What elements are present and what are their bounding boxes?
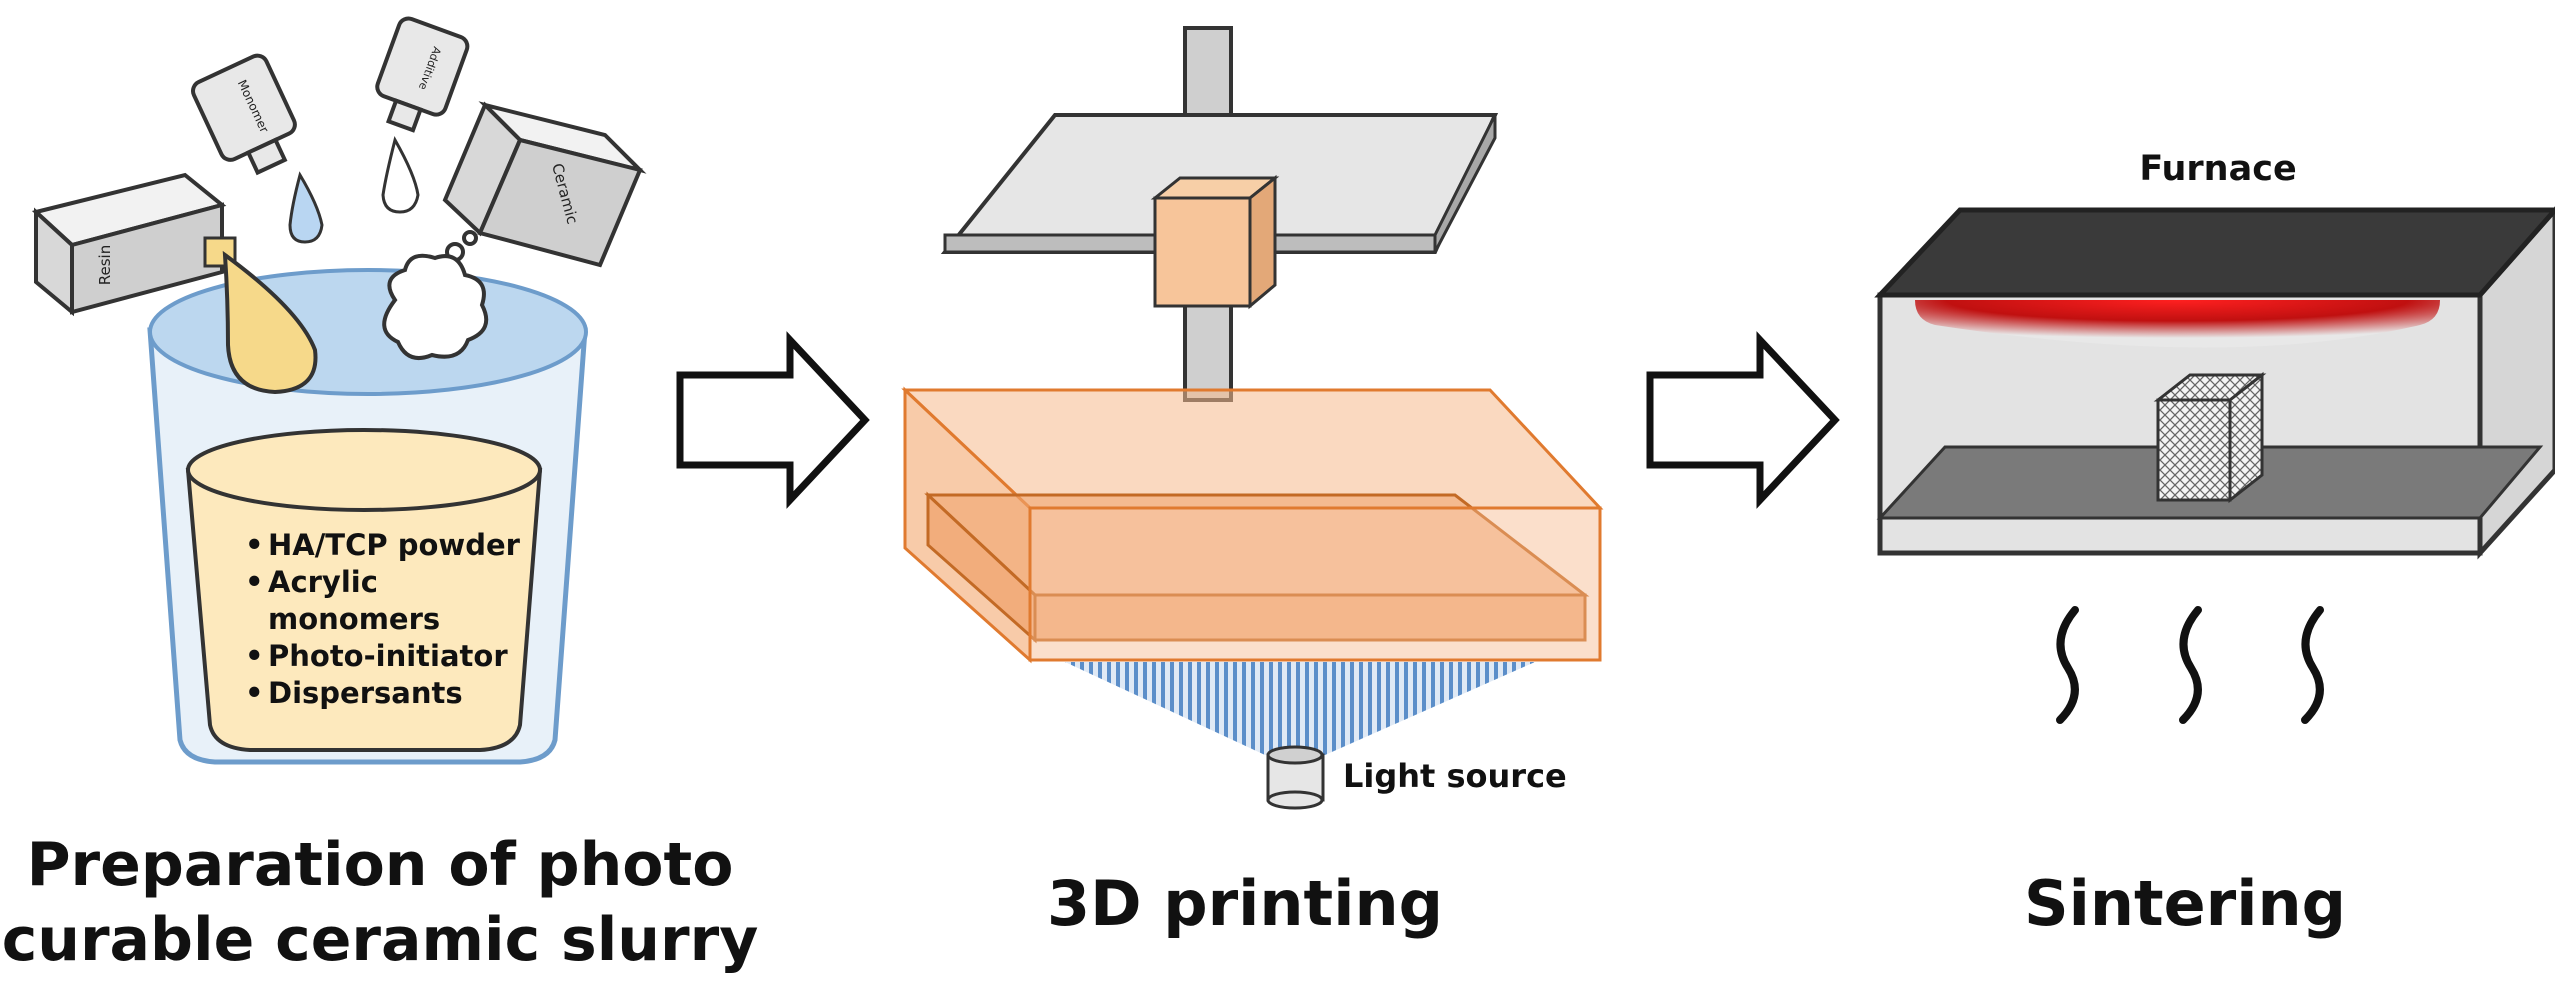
monomer-drop: [288, 171, 324, 244]
process-arrow-2: [1646, 331, 1840, 509]
resin-label: Resin: [96, 245, 114, 285]
heating-element: [1915, 300, 2440, 348]
light-source-label: Light source: [1343, 757, 1567, 795]
step-captions: Preparation of photo curable ceramic slu…: [2, 830, 2346, 975]
slurry-preparation-illustration: • HA/TCP powder • Acrylic monomers • Pho…: [31, 16, 647, 765]
ingredient-item: monomers: [268, 602, 440, 636]
heat-waves: [2056, 606, 2324, 724]
caption-slurry-line-2: curable ceramic slurry: [2, 905, 759, 975]
caption-sintering: Sintering: [2024, 867, 2346, 940]
resin-box: Resin: [31, 172, 237, 317]
ingredient-bullet: •: [245, 639, 264, 673]
printed-part: [1150, 174, 1280, 310]
ingredient-list: • HA/TCP powder • Acrylic monomers • Pho…: [245, 528, 521, 710]
resin-drop: [222, 250, 318, 395]
light-beam: [1065, 662, 1535, 755]
slurry-top: [186, 428, 542, 512]
sintered-part: [2153, 371, 2267, 504]
resin-vat: [901, 386, 1604, 664]
light-source: [1266, 745, 1325, 810]
ingredient-item: Acrylic: [268, 565, 378, 599]
ceramic-box: Ceramic: [442, 101, 647, 268]
ingredient-bullet: •: [245, 676, 264, 710]
slurry-body: [185, 468, 543, 752]
process-arrow-1: [676, 331, 870, 509]
beaker-liquid-top: [148, 268, 588, 396]
ingredient-item: Photo-initiator: [268, 639, 508, 673]
additive-drop: [381, 136, 420, 214]
ingredient-item: Dispersants: [268, 676, 463, 710]
caption-slurry-line-1: Preparation of photo: [27, 830, 734, 900]
ingredient-bullet: •: [245, 565, 264, 599]
furnace-illustration: Furnace: [1874, 149, 2555, 724]
monomer-bottle: Monomer: [191, 53, 297, 176]
ingredient-bullet: •: [245, 528, 264, 562]
ingredient-item: HA/TCP powder: [268, 528, 521, 562]
3d-printer-illustration: Light source: [901, 26, 1604, 810]
furnace-label: Furnace: [2139, 149, 2296, 189]
additive-bottle: Additive: [375, 16, 470, 133]
furnace-top: [1874, 207, 2555, 298]
ceramic-powder-cloud: [382, 230, 489, 360]
caption-3d-printing: 3D printing: [1047, 867, 1443, 940]
